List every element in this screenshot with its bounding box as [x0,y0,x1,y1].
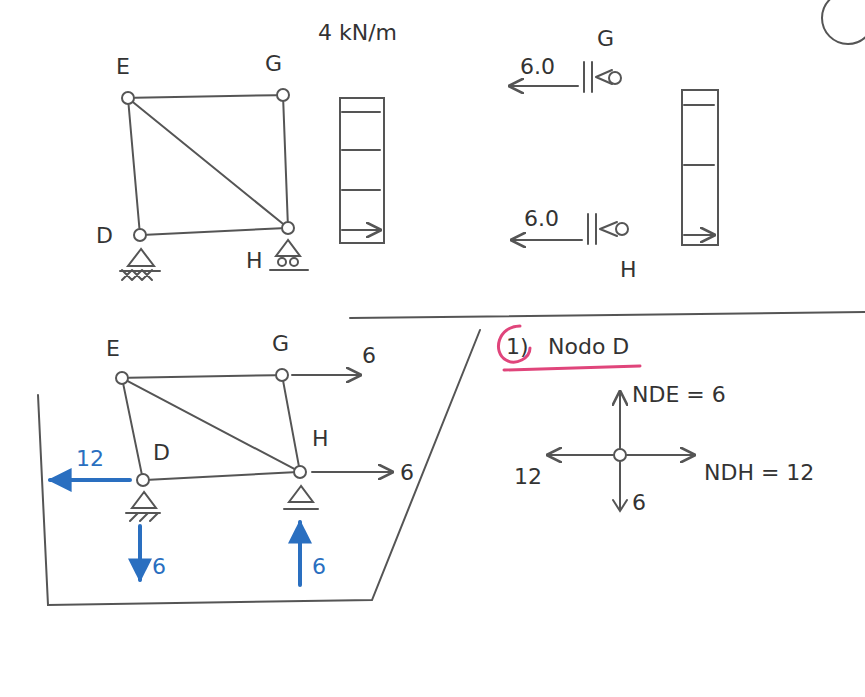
truss-member [135,95,276,98]
force-arrow [312,471,392,473]
page-number-circle [822,0,865,44]
load-arrow [684,105,714,235]
reaction-value: 12 [76,448,104,470]
force-value: 6 [362,345,376,367]
roller-wheel [278,258,286,266]
force-arrow [292,374,360,376]
cut-symbol [588,214,617,244]
force-value: 6 [632,492,646,514]
truss-joint: E [121,91,135,105]
highlight-arc [498,326,530,362]
truss-joint: D [136,473,150,487]
force-arrow [613,462,627,511]
truss-member [123,385,141,473]
step-title: Nodo D [548,336,629,358]
force-value: 6.0 [524,208,559,230]
section-frame [38,312,865,605]
joint-letter: H [312,428,329,450]
joint-D [614,449,626,461]
truss-member [283,102,287,221]
joint-letter: H [246,250,263,272]
ground-line [270,269,308,271]
reaction-value: 6 [152,556,166,578]
hinge-support [128,249,154,266]
joint-letter: E [116,56,130,78]
hinge-support [126,492,160,521]
truss-member [147,228,281,234]
force-arrow [619,392,621,448]
force-value: 12 [514,466,542,488]
force-arrow [512,239,582,241]
joint-letter: D [153,442,170,464]
truss-member [283,382,298,465]
reaction-arrow [298,522,302,585]
step-number: 1) [506,336,529,358]
member-force: NDH = 12 [704,462,814,484]
truss-joint: D [133,228,147,242]
truss-member [128,381,294,468]
joint-letter: H [620,259,637,281]
truss-joint: H [281,221,295,235]
force-value: 6.0 [520,56,555,78]
force-arrow [510,85,578,87]
truss-joint: E [115,371,129,385]
roller-support [284,486,318,509]
truss-joint: G [608,71,622,85]
truss-joint: H [293,465,307,479]
truss-member [129,105,140,228]
joint-letter: G [272,333,289,355]
member-force: NDE = 6 [632,384,726,406]
truss-member [129,375,275,378]
force-arrow [627,454,694,456]
load-arrow [342,112,380,230]
joint-letter: E [106,338,120,360]
force-arrow [548,454,613,456]
joint-letter: D [96,225,113,247]
load-value: 4 kN/m [318,22,397,44]
load-diagram [340,98,384,243]
support-hatch [120,270,160,280]
truss-joint: G [276,88,290,102]
reaction-arrow [138,526,142,580]
truss-member [150,472,293,479]
reaction-value: 6 [312,556,326,578]
force-value: 6 [400,462,414,484]
truss-member [133,102,282,223]
joint-letter: G [597,28,614,50]
joint-letter: G [265,53,282,75]
truss-joint: H [615,222,629,236]
truss-joint: G [275,368,289,382]
reaction-arrow [50,478,130,482]
roller-wheel [290,258,298,266]
roller-support [276,240,300,256]
load-diagram [682,90,718,245]
highlight-underline [504,366,640,370]
